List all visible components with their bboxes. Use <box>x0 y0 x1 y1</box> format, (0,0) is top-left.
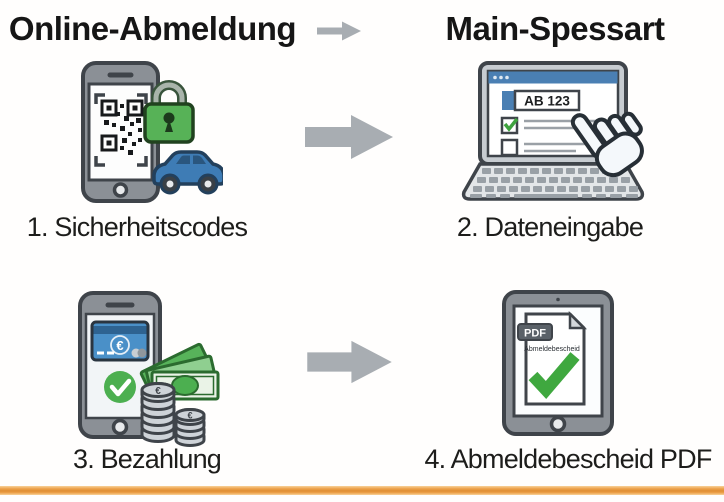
footer-accent-bar <box>0 486 724 495</box>
page-title-right: Main-Spessart <box>445 10 665 47</box>
arrow-right-icon <box>307 340 392 384</box>
phone-payment-icon: € € <box>78 291 220 447</box>
license-plate-text: AB 123 <box>524 94 570 109</box>
coin-euro-text: € <box>155 386 161 397</box>
coin-euro-text: € <box>187 411 192 421</box>
check-icon <box>528 352 580 400</box>
laptop-form-icon: AB 123 <box>461 61 645 201</box>
step-2-label: 2. Dateneingabe <box>456 212 644 242</box>
lock-icon <box>143 80 195 144</box>
phone-qr-lock-car-icon <box>81 61 223 203</box>
check-circle-icon <box>104 371 136 403</box>
pdf-badge-text: PDF <box>524 328 546 340</box>
qr-frame <box>94 93 148 167</box>
step-3-label: 3. Bezahlung <box>72 444 222 474</box>
qr-code <box>100 99 144 155</box>
hand-cursor-icon <box>570 111 644 178</box>
step-1-label: 1. Sicherheitscodes <box>26 212 248 242</box>
tablet-pdf-icon: PDF Abmeldebescheid <box>502 290 614 436</box>
page-title-left: Online-Abmeldung <box>8 10 297 47</box>
card-euro-text: € <box>116 338 123 353</box>
license-plate-field: AB 123 <box>502 89 581 112</box>
coin-stacks-icon <box>140 382 206 447</box>
arrow-right-icon <box>305 115 393 159</box>
credit-card-icon: € <box>90 320 150 362</box>
arrow-right-icon <box>317 21 361 41</box>
car-icon <box>152 150 223 195</box>
form-checklist <box>500 116 598 157</box>
step-4-label: 4. Abmeldebescheid PDF <box>424 444 712 474</box>
pdf-document-title: Abmeldebescheid <box>524 346 580 353</box>
pdf-document-icon: PDF Abmeldebescheid <box>517 310 588 406</box>
